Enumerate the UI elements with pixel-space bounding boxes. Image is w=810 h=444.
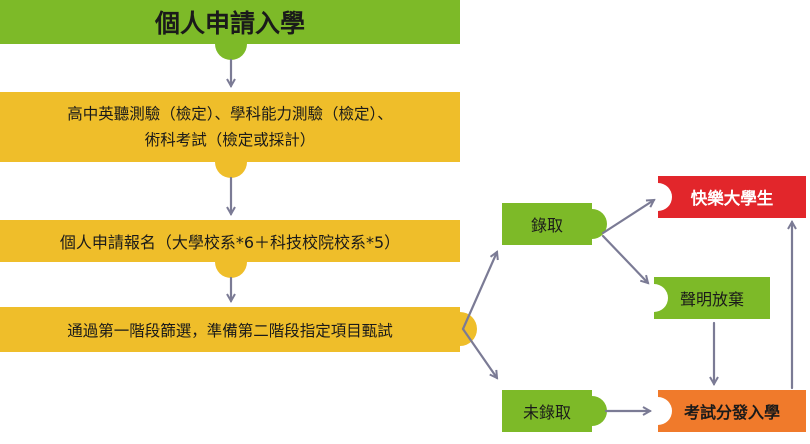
tab-step2: [215, 262, 247, 278]
admitted-text: 錄取: [530, 216, 563, 235]
tab-not-admitted: [592, 396, 607, 426]
tab-exam-assign: [658, 397, 672, 425]
happy-student-text: 快樂大學生: [690, 189, 774, 208]
title-text: 個人申請入學: [154, 9, 305, 38]
declare-giveup-text: 聲明放棄: [679, 290, 744, 309]
not-admitted-box: 未錄取: [502, 390, 592, 432]
arrow-split-not-admitted: [461, 327, 497, 378]
admitted-box: 錄取: [502, 203, 592, 245]
exam-assign-box: 考試分發入學: [658, 390, 806, 432]
exam-assign-text: 考試分發入學: [683, 403, 780, 422]
tab-step1: [215, 162, 247, 178]
step-exam-box: 高中英聽測驗（檢定）、學科能力測驗（檢定）、 術科考試（檢定或採計）: [0, 92, 460, 162]
tab-admitted: [592, 209, 607, 239]
step-screening-text: 通過第一階段篩選，準備第二階段指定項目甄試: [67, 321, 393, 340]
step-apply-text: 個人申請報名（大學校系*6＋科技校院校系*5）: [59, 233, 401, 252]
step-exam-line-2: 術科考試（檢定或採計）: [144, 131, 316, 149]
tab-giveup: [654, 284, 668, 312]
happy-student-box: 快樂大學生: [658, 176, 806, 218]
arrow-split-admitted: [461, 252, 497, 331]
step-screening-box: 通過第一階段篩選，準備第二階段指定項目甄試: [0, 307, 460, 352]
declare-giveup-box: 聲明放棄: [654, 277, 770, 319]
arrow-admitted-happy: [601, 198, 654, 235]
tab-step3: [460, 312, 477, 346]
tab-title: [215, 44, 247, 60]
not-admitted-text: 未錄取: [522, 403, 571, 422]
step-exam-line-1: 高中英聽測驗（檢定）、學科能力測驗（檢定）、: [67, 105, 393, 123]
tab-happy: [658, 183, 672, 211]
arrow-admitted-giveup: [601, 234, 648, 283]
title-box: 個人申請入學: [0, 0, 460, 44]
step-apply-box: 個人申請報名（大學校系*6＋科技校院校系*5）: [0, 220, 460, 262]
